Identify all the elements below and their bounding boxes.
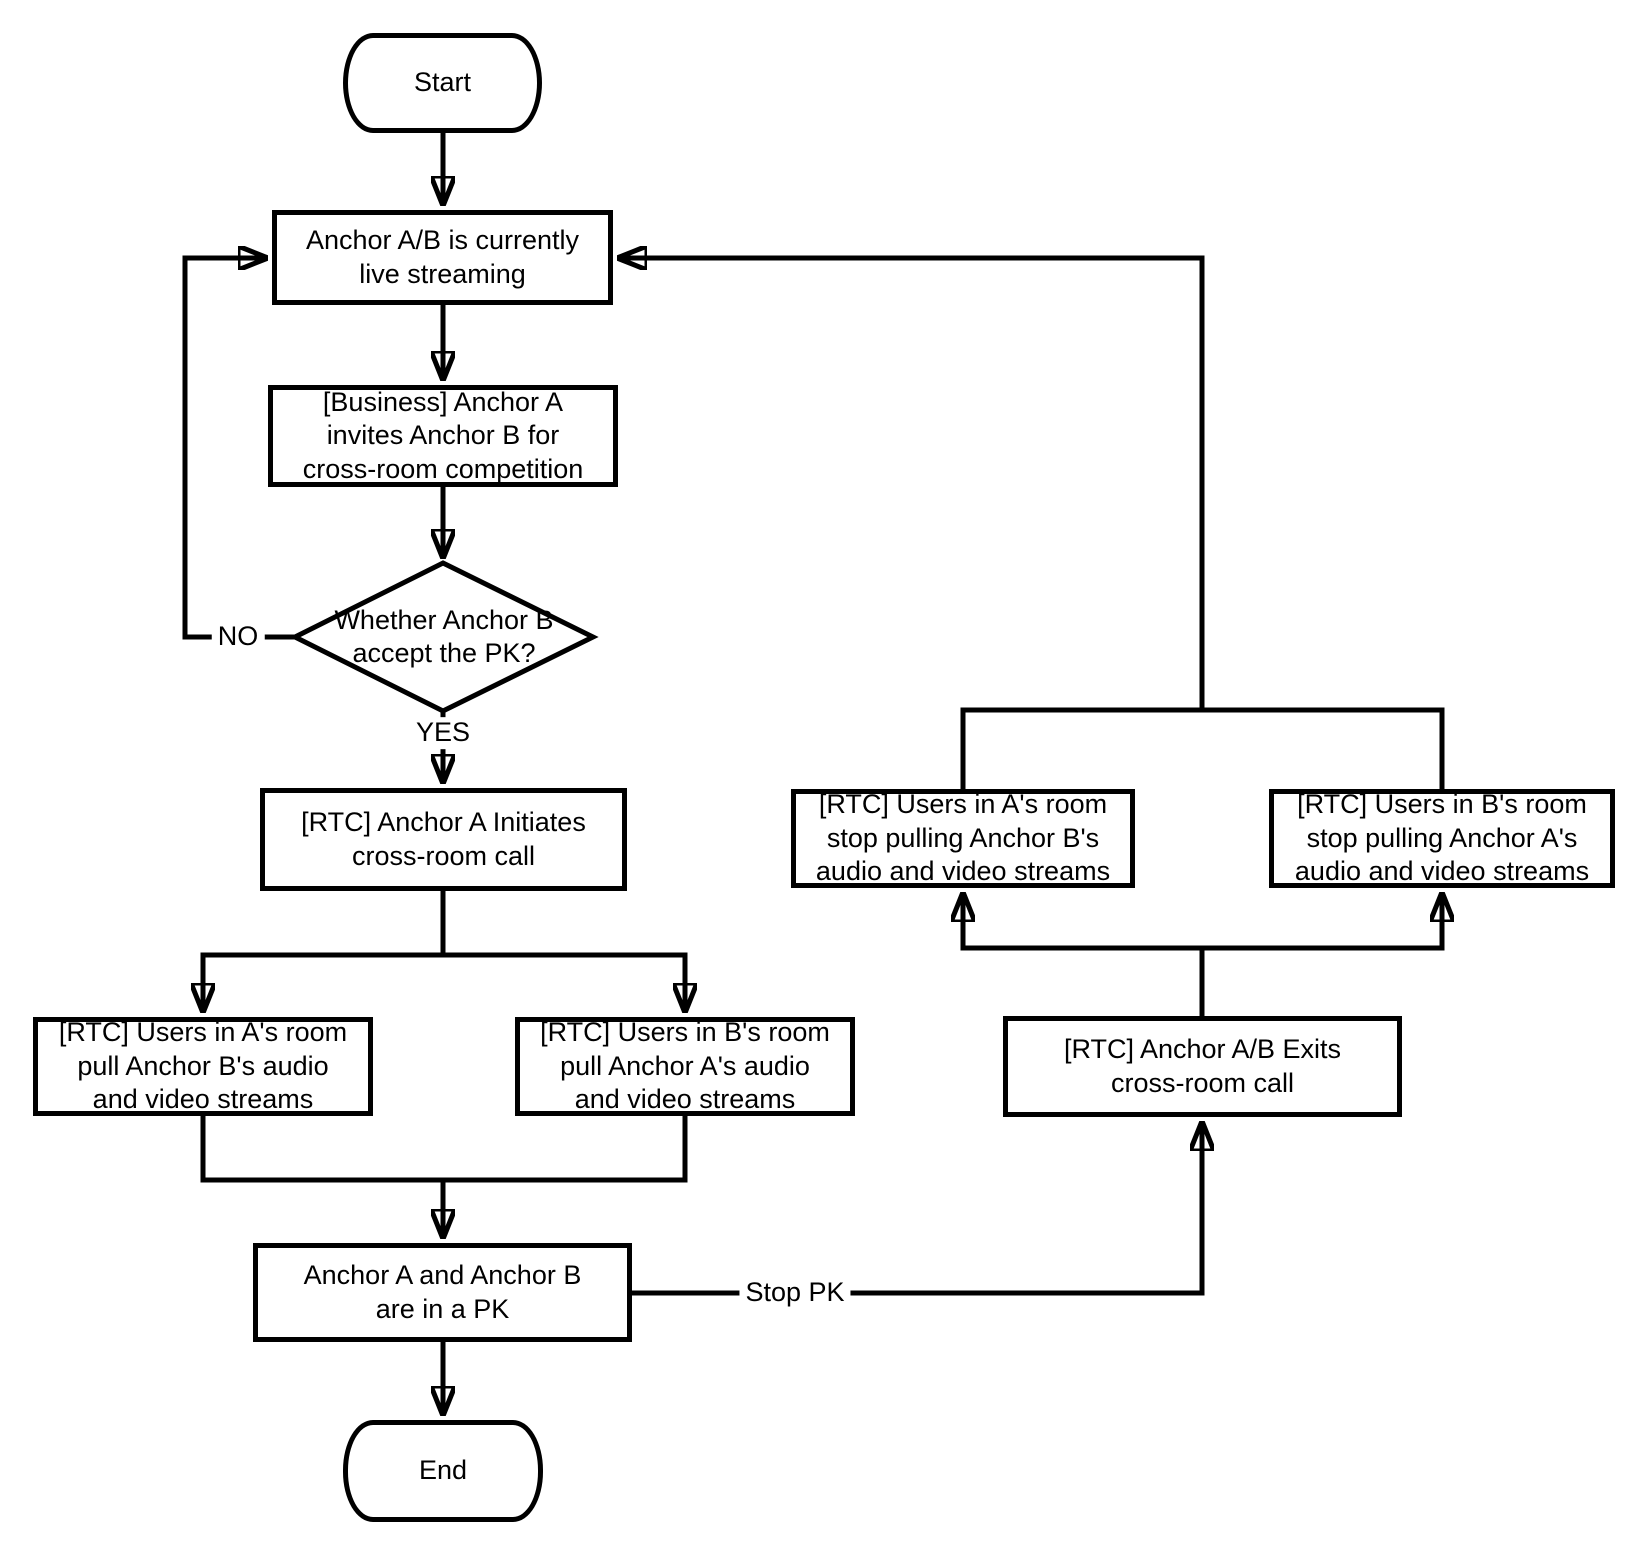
node-start-terminal: Start [343,33,542,133]
edge-stop-pk [632,1122,1202,1296]
node-users-b-pull-a: [RTC] Users in B's room pull Anchor A's … [515,1017,855,1116]
node-users-b-stop-pull-a: [RTC] Users in B's room stop pulling Anc… [1269,789,1615,888]
node-users-a-stop-pull-b: [RTC] Users in A's room stop pulling Anc… [791,789,1135,888]
edge-return-to-live [618,258,1205,710]
node-end-terminal: End [343,1420,543,1522]
node-invite-competition: [Business] Anchor A invites Anchor B for… [268,385,618,487]
edge-stop-b-merge-up [1202,707,1445,789]
edge-exit-split-left [963,893,1205,1016]
edge-initiate-split-left [203,891,446,1012]
node-users-a-pull-b: [RTC] Users in A's room pull Anchor B's … [33,1017,373,1116]
node-exit-cross-room-call: [RTC] Anchor A/B Exits cross-room call [1003,1016,1402,1117]
node-anchors-in-pk: Anchor A and Anchor B are in a PK [253,1243,632,1342]
edge-label-no: NO [211,621,265,653]
edge-label-stop-pk: Stop PK [739,1277,851,1309]
edge-pull-b-merge [443,1116,688,1183]
node-decision-accept-pk: Whether Anchor B accept the PK? [334,604,554,668]
edge-pull-a-merge [200,1116,443,1183]
edge-stop-a-merge-up [960,707,1202,789]
edge-initiate-split-right [443,952,685,1012]
node-live-streaming: Anchor A/B is currently live streaming [272,210,613,305]
edge-exit-split-right [1202,893,1442,951]
decision-diamond-shape [289,560,599,714]
edge-label-yes: YES [409,717,477,749]
node-initiate-cross-room-call: [RTC] Anchor A Initiates cross-room call [260,788,627,891]
